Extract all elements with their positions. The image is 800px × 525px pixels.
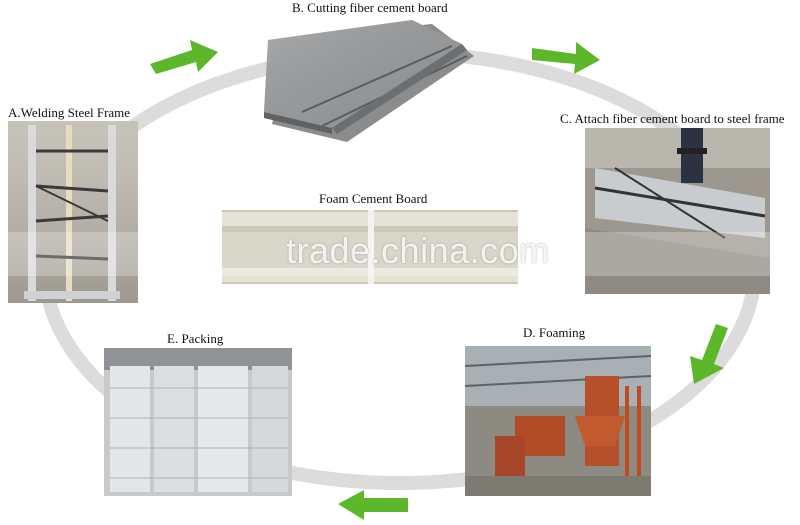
center-photo bbox=[222, 210, 518, 284]
stage-c-photo bbox=[585, 128, 770, 294]
stage-e-photo bbox=[104, 348, 292, 496]
stage-b-photo bbox=[264, 20, 474, 142]
stage-e-label: E. Packing bbox=[167, 331, 224, 346]
watermark-text: trade.china.com bbox=[286, 230, 550, 271]
stage-a-label: A.Welding Steel Frame bbox=[8, 105, 131, 120]
stage-a-photo bbox=[8, 121, 138, 303]
arrow-down-left-icon bbox=[690, 324, 728, 384]
stage-d-photo bbox=[465, 346, 651, 496]
arrow-right-icon bbox=[150, 40, 218, 74]
watermark-stripe bbox=[0, 232, 800, 276]
stage-b-label: B. Cutting fiber cement board bbox=[292, 0, 448, 15]
arrow-left-icon bbox=[338, 490, 408, 520]
arrow-right-icon bbox=[532, 42, 600, 74]
stage-c-label: C. Attach fiber cement board to steel fr… bbox=[560, 111, 785, 126]
center-label: Foam Cement Board bbox=[319, 191, 428, 206]
stage-d-label: D. Foaming bbox=[523, 325, 586, 340]
